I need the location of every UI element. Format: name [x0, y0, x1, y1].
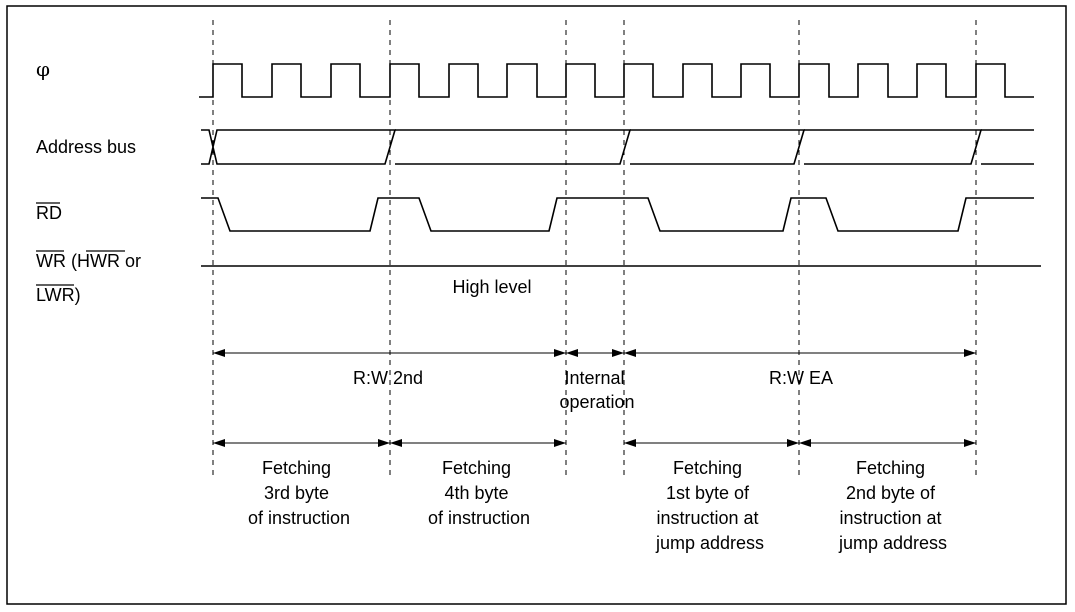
arrowhead-right — [554, 439, 566, 447]
wr-label-line2: LWR) — [36, 285, 81, 305]
fetch-label-line: Fetching — [442, 458, 511, 478]
arrowhead-left — [390, 439, 402, 447]
arrowhead-left — [799, 439, 811, 447]
fetch-label-line: of instruction — [428, 508, 530, 528]
arrowhead-right — [554, 349, 566, 357]
rw-ea-label: R:W EA — [769, 368, 833, 388]
arrowhead-right — [787, 439, 799, 447]
wr-or-word: or — [120, 251, 141, 271]
fetch-label-line: jump address — [838, 533, 947, 553]
rd-waveform — [201, 197, 1034, 232]
arrowhead-left — [566, 349, 578, 357]
diagram-border — [6, 5, 1067, 605]
arrowhead-right — [378, 439, 390, 447]
address-bus-waveform — [201, 129, 1034, 165]
wr-label-line1: WR (HWR or — [36, 251, 141, 271]
address-bus-label: Address bus — [36, 137, 136, 157]
arrowhead-left — [624, 349, 636, 357]
internal-operation-label: Internal operation — [559, 368, 634, 412]
clock-waveform — [199, 63, 1034, 98]
fetch-label-line: Fetching — [856, 458, 925, 478]
fetch-label-line: jump address — [655, 533, 764, 553]
rd-label: RD — [36, 203, 62, 223]
wr-label-group: WR (HWR or LWR) — [36, 250, 141, 305]
arrowhead-right — [964, 349, 976, 357]
fetch-1st-byte-jump-label: Fetching 1st byte of instruction at jump… — [655, 458, 764, 553]
clock-label: φ — [36, 57, 50, 81]
wr-close-paren: ) — [75, 285, 81, 305]
arrowhead-left — [213, 349, 225, 357]
fetch-label-line: Fetching — [673, 458, 742, 478]
lwr-label: LWR — [36, 285, 75, 305]
fetch-label-line: instruction at — [656, 508, 758, 528]
fetch-label-line: 3rd byte — [264, 483, 329, 503]
fetch-4th-byte-label: Fetching 4th byte of instruction — [428, 458, 530, 528]
fetch-label-line: 1st byte of — [666, 483, 750, 503]
rd-label-group: RD — [36, 202, 62, 223]
hwr-label: HWR — [77, 251, 120, 271]
rw-2nd-label: R:W 2nd — [353, 368, 423, 388]
internal-line: Internal — [564, 368, 624, 388]
fetch-label-line: Fetching — [262, 458, 331, 478]
arrowhead-left — [624, 439, 636, 447]
high-level-label: High level — [452, 277, 531, 297]
fetch-label-line: of instruction — [248, 508, 350, 528]
fetch-2nd-byte-jump-label: Fetching 2nd byte of instruction at jump… — [838, 458, 947, 553]
operation-line: operation — [559, 392, 634, 412]
fetch-label-line: 2nd byte of — [846, 483, 936, 503]
arrowhead-left — [213, 439, 225, 447]
guide-lines — [212, 20, 977, 478]
state-arrow-row — [213, 349, 976, 357]
fetch-arrow-row — [213, 439, 976, 447]
fetch-label-line: instruction at — [839, 508, 941, 528]
fetch-3rd-byte-label: Fetching 3rd byte of instruction — [248, 458, 350, 528]
wr-label: WR — [36, 251, 66, 271]
arrowhead-right — [964, 439, 976, 447]
wr-open-paren: ( — [66, 251, 77, 271]
arrowhead-right — [612, 349, 624, 357]
fetch-label-line: 4th byte — [444, 483, 508, 503]
